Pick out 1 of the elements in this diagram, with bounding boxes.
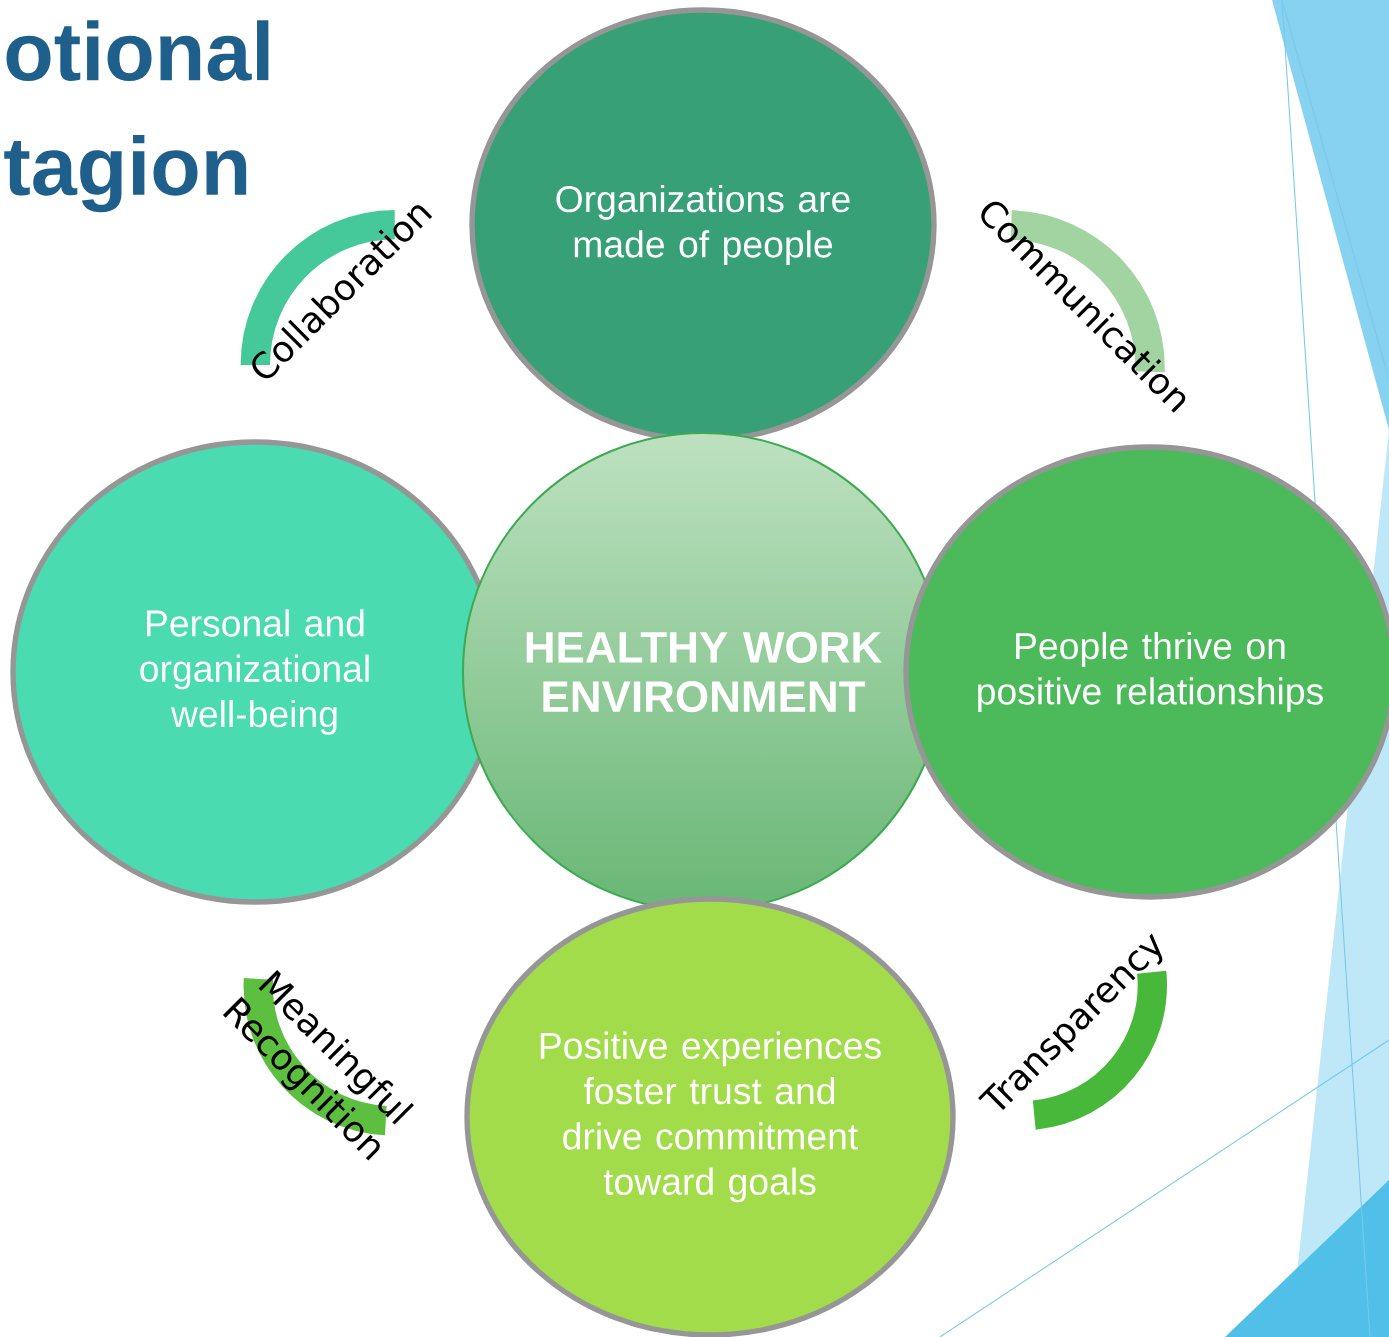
title: otional tagion xyxy=(4,20,269,213)
